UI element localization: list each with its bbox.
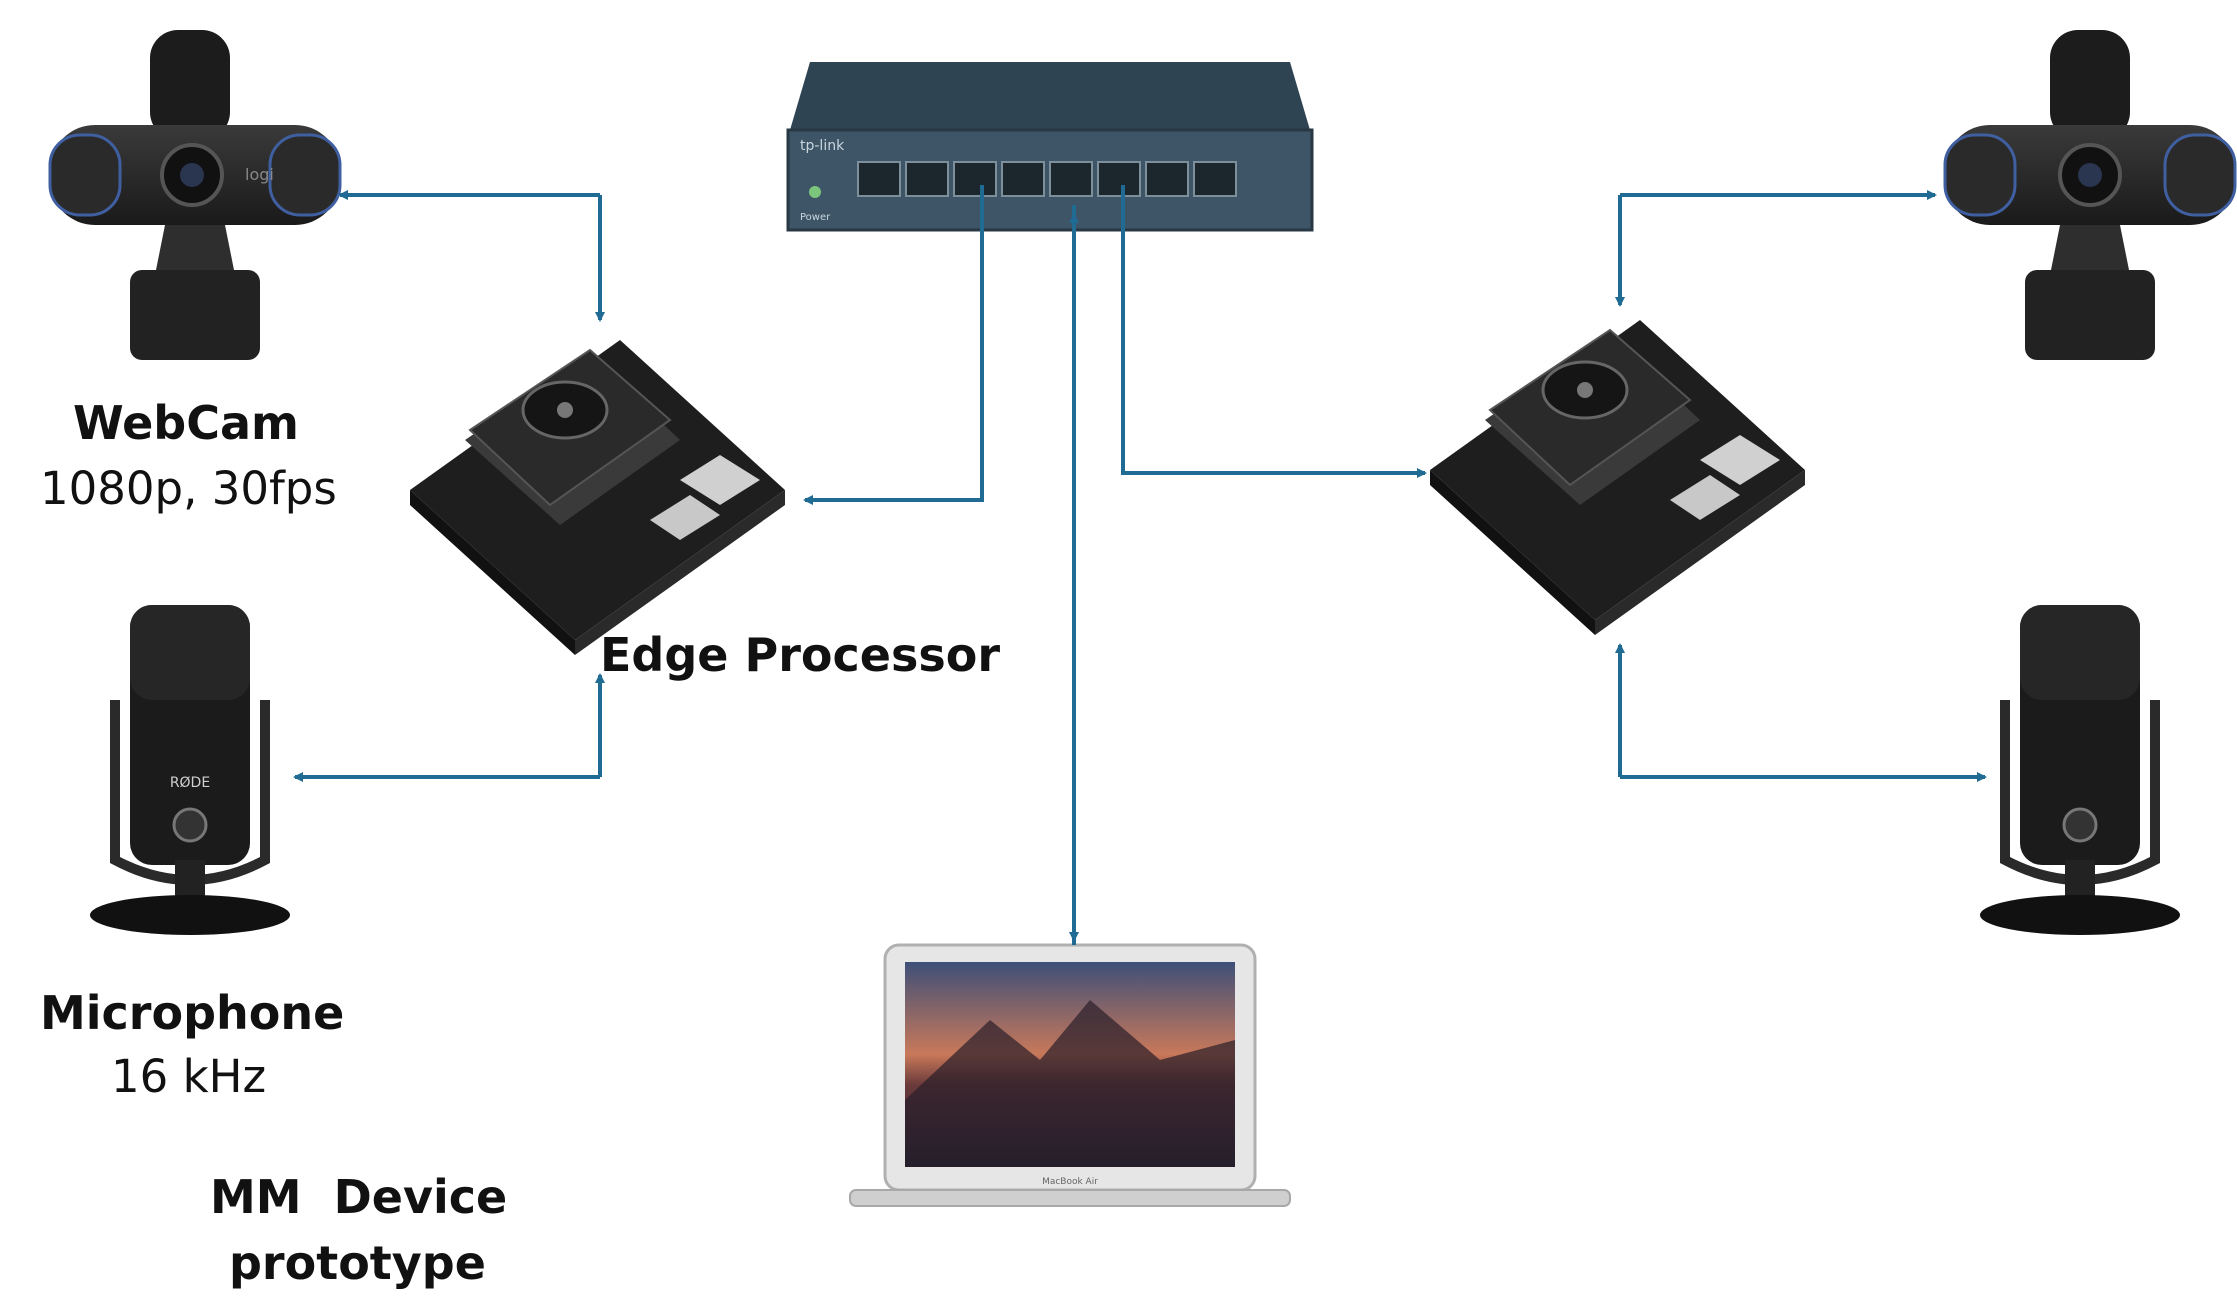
edge-processor-label: Edge Processor [600, 628, 1001, 682]
svg-text:Power: Power [800, 212, 831, 223]
laptop-icon: MacBook Air [849, 943, 1291, 1207]
edge-processor-right-icon [1430, 320, 1805, 635]
svg-text:logi: logi [245, 165, 274, 184]
mm-device-sublabel: prototype [229, 1236, 486, 1290]
network-switch-icon: tp-link Power [786, 62, 1314, 232]
microphone-spec: 16 kHz [111, 1050, 267, 1103]
microphone-right-icon [1980, 605, 2180, 935]
microphone-left-icon: RØDE [90, 605, 290, 935]
webcam-left-icon: logi [48, 30, 342, 360]
svg-text:MacBook Air: MacBook Air [1042, 1177, 1098, 1187]
edge-processor-left-icon [410, 340, 785, 655]
microphone-title: Microphone [40, 986, 345, 1040]
svg-text:tp-link: tp-link [800, 138, 845, 154]
link-switch-right-board [1121, 185, 1427, 478]
webcam-spec: 1080p, 30fps [40, 462, 337, 515]
webcam-right-icon [1943, 30, 2237, 360]
webcam-title: WebCam [73, 396, 299, 450]
link-switch-left-board [803, 185, 984, 505]
mm-device-label: MM Device [210, 1170, 508, 1224]
svg-text:RØDE: RØDE [170, 775, 210, 791]
